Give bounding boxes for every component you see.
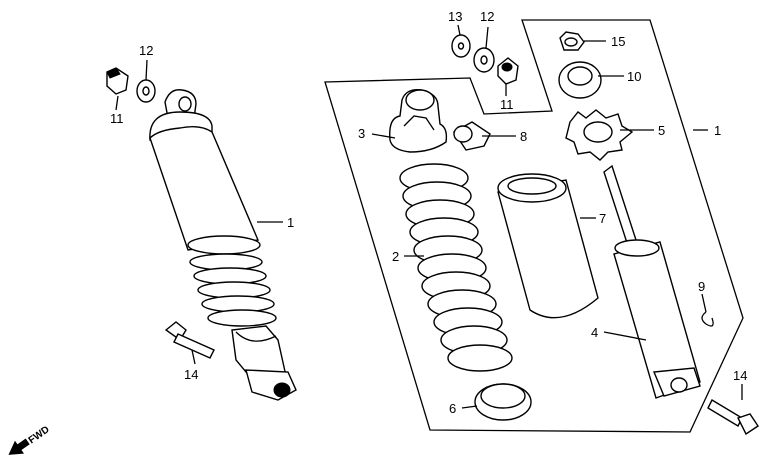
callout-14-right: 14 [733, 368, 747, 383]
callout-1-right: 1 [714, 123, 721, 138]
leader-lines [115, 24, 743, 409]
collar-8 [452, 121, 491, 151]
damper-4 [603, 164, 701, 399]
nut-11-top [497, 57, 519, 85]
callout-10: 10 [627, 69, 641, 84]
callout-12-left: 12 [139, 43, 153, 58]
callout-14-left: 14 [184, 367, 198, 382]
spring-cover-7 [497, 173, 599, 319]
callout-12-top: 12 [480, 9, 494, 24]
fwd-arrow-icon: FWD [8, 424, 52, 455]
assembled-spring [189, 253, 277, 327]
callout-13-top: 13 [448, 9, 462, 24]
callout-6: 6 [449, 401, 456, 416]
callout-2: 2 [392, 249, 399, 264]
callout-15: 15 [611, 34, 625, 49]
washer-12-left [136, 79, 156, 103]
callout-7: 7 [599, 211, 606, 226]
exploded-group-outline [324, 19, 744, 433]
callout-8: 8 [520, 129, 527, 144]
spring-2 [399, 163, 513, 372]
washer-13-top [451, 34, 471, 58]
washer-12-top [473, 47, 495, 73]
bolt-14-left [164, 321, 215, 359]
callout-labels: 11 12 1 14 13 12 11 15 10 5 1 3 8 7 2 9 … [110, 9, 747, 416]
upper-mount-3 [389, 89, 448, 153]
spring-seat-6 [474, 383, 532, 421]
callout-4: 4 [591, 325, 598, 340]
callout-9: 9 [698, 279, 705, 294]
bolt-14-right [707, 399, 759, 436]
callout-5: 5 [658, 123, 665, 138]
nut-15 [559, 31, 585, 51]
callout-11-top: 11 [500, 97, 514, 112]
callout-1-left: 1 [287, 215, 294, 230]
bushing-10 [558, 61, 602, 99]
retainer-5 [565, 109, 634, 161]
assembled-shock-absorber [149, 89, 297, 401]
nut-11-left [106, 67, 129, 95]
clip-9 [701, 311, 714, 327]
callout-3: 3 [358, 126, 365, 141]
callout-11-left: 11 [110, 111, 124, 126]
fwd-label: FWD [27, 424, 52, 446]
